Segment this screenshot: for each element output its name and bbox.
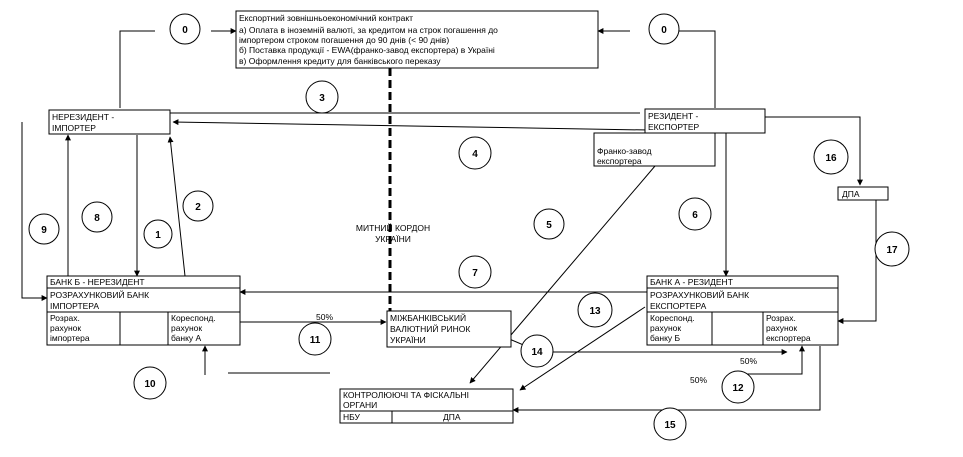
step-number: 0 [661, 25, 667, 36]
bank-b-title1: РОЗРАХУНКОВИЙ БАНК [50, 289, 149, 300]
step-circle-2: 2 [182, 190, 214, 222]
step-number: 12 [732, 383, 744, 394]
bank-b-cell1-l1: Розрах. [50, 313, 80, 323]
importer-box: НЕРЕЗИДЕНТ - ІМПОРТЕР [48, 109, 171, 135]
contract-line-b: б) Поставка продукції - EWA(франко-завод… [239, 45, 495, 55]
bank-b-cell2-l3: банку А [171, 333, 202, 343]
customs-line1: МИТНИЙ КОРДОН [356, 222, 430, 233]
customs-border-label: МИТНИЙ КОРДОН УКРАЇНИ [356, 222, 430, 244]
dpa-right-box: ДПА [837, 186, 889, 201]
step-circle-15: 15 [653, 407, 687, 441]
control-dpa: ДПА [443, 412, 461, 422]
step-number: 6 [692, 210, 698, 221]
step-circle-14: 14 [520, 334, 554, 368]
interbank-box: МІЖБАНКІВСЬКИЙ ВАЛЮТНИЙ РИНОК УКРАЇНИ [386, 310, 512, 348]
importer-line1: НЕРЕЗИДЕНТ - [52, 112, 114, 122]
step-number: 14 [531, 347, 543, 358]
step-number: 9 [41, 225, 47, 236]
bank-b-box: БАНК Б - НЕРЕЗИДЕНТ РОЗРАХУНКОВИЙ БАНК І… [46, 275, 241, 346]
bank-b-cell2-l2: рахунок [171, 323, 202, 333]
bank-b-title2: ІМПОРТЕРА [50, 301, 99, 311]
bank-a-header: БАНК А - РЕЗИДЕНТ [650, 277, 733, 287]
step-number: 2 [195, 202, 201, 213]
step-number: 16 [825, 153, 837, 164]
bank-b-cell1-l3: імпортера [50, 333, 90, 343]
control-title1: КОНТРОЛЮЮЧІ ТА ФІСКАЛЬНІ [343, 390, 469, 400]
bank-a-cell1-l2: рахунок [650, 323, 681, 333]
customs-line2: УКРАЇНИ [375, 234, 411, 244]
bank-a-cell2-l3: експортера [766, 333, 811, 343]
contract-line-c: в) Оформлення кредиту для банківського п… [239, 56, 441, 66]
step-number: 8 [94, 213, 100, 224]
step-circle-12: 12 [721, 370, 755, 404]
step-circle-0-left: 0 [169, 13, 201, 45]
interbank-line1: МІЖБАНКІВСЬКИЙ [390, 312, 466, 323]
percent-50-left: 50% [316, 312, 333, 322]
step-circle-0-right: 0 [648, 13, 680, 45]
step-circle-17: 17 [874, 231, 910, 267]
step-circle-3: 3 [305, 80, 339, 114]
interbank-line3: УКРАЇНИ [390, 335, 426, 345]
importer-line2: ІМПОРТЕР [52, 123, 96, 133]
exporter-line2: ЕКСПОРТЕР [648, 122, 700, 132]
step-circle-8: 8 [81, 201, 113, 233]
step-circle-16: 16 [813, 139, 849, 175]
dpa-right-label: ДПА [842, 189, 860, 199]
interbank-line2: ВАЛЮТНИЙ РИНОК [390, 323, 470, 334]
bank-b-cell2-l1: Кореспонд. [171, 313, 216, 323]
contract-title: Експортний зовнішньоекономічний контракт [239, 13, 413, 23]
exporter-line1: РЕЗИДЕНТ - [648, 111, 699, 121]
step-circle-1: 1 [143, 219, 173, 249]
step-circle-7: 7 [458, 255, 492, 289]
bank-b-cell1-l2: рахунок [50, 323, 81, 333]
step-circle-13: 13 [577, 292, 613, 328]
bank-a-cell1-l3: банку Б [650, 333, 681, 343]
franco-line1: Франко-завод [597, 146, 652, 156]
contract-box: Експортний зовнішньоекономічний контракт… [235, 10, 599, 69]
percent-50-low: 50% [690, 375, 707, 385]
step-number: 13 [589, 306, 601, 317]
control-nbu: НБУ [343, 412, 361, 422]
step-circle-9: 9 [28, 213, 60, 245]
step-number: 1 [155, 230, 161, 241]
contract-line-a2: імпортером строком погашення до 90 днів … [239, 35, 449, 45]
franco-box: Франко-завод експортера [593, 132, 716, 167]
bank-a-title1: РОЗРАХУНКОВИЙ БАНК [650, 289, 749, 300]
step-number: 17 [886, 245, 898, 256]
control-title2: ОРГАНИ [343, 400, 377, 410]
step-number: 7 [472, 268, 478, 279]
bank-a-cell1-l1: Кореспонд. [650, 313, 695, 323]
step-circle-6: 6 [678, 197, 712, 231]
step-circle-4: 4 [458, 136, 492, 170]
step-number: 4 [472, 149, 478, 160]
step-number: 0 [182, 25, 188, 36]
step-circle-5: 5 [533, 208, 565, 240]
bank-a-cell2-l1: Розрах. [766, 313, 796, 323]
step-number: 5 [546, 220, 552, 231]
control-box: КОНТРОЛЮЮЧІ ТА ФІСКАЛЬНІ ОРГАНИ НБУ ДПА [339, 388, 514, 424]
connector-lines [21, 28, 877, 413]
exporter-box: РЕЗИДЕНТ - ЕКСПОРТЕР [644, 108, 766, 134]
bank-a-title2: ЕКСПОРТЕРА [650, 301, 707, 311]
step-circle-10: 10 [133, 366, 167, 400]
step-number: 11 [310, 335, 321, 346]
step-number: 10 [144, 379, 156, 390]
franco-line2: експортера [597, 156, 642, 166]
step-circle-11: 11 [298, 322, 332, 356]
contract-line-a: а) Оплата в іноземній валюті, за кредито… [239, 25, 498, 35]
bank-b-header: БАНК Б - НЕРЕЗИДЕНТ [50, 277, 145, 287]
percent-50-mid: 50% [740, 356, 757, 366]
step-number: 15 [664, 420, 676, 431]
bank-a-box: БАНК А - РЕЗИДЕНТ РОЗРАХУНКОВИЙ БАНК ЕКС… [646, 275, 839, 346]
bank-a-cell2-l2: рахунок [766, 323, 797, 333]
step-number: 3 [319, 93, 325, 104]
